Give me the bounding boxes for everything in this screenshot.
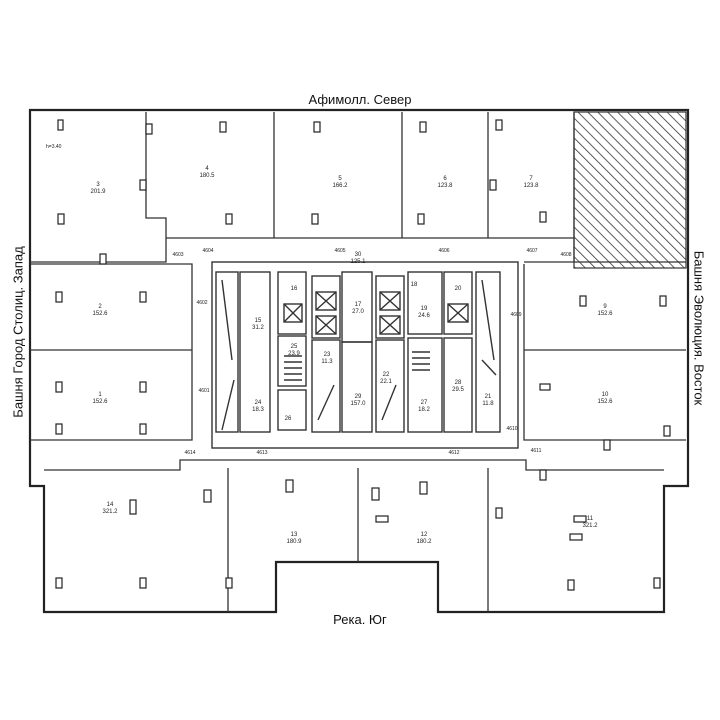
- room-number: 25: [291, 344, 298, 350]
- direction-east-label: Башня Эволюция. Восток: [691, 250, 707, 406]
- room-area: 125.1: [350, 259, 366, 265]
- door-tag: 4606: [438, 248, 449, 254]
- room-area: 11.3: [321, 359, 333, 365]
- direction-west-label: Башня Город Столиц. Запад: [10, 246, 26, 418]
- room-number: 11: [587, 516, 594, 522]
- room-area: 27.0: [352, 309, 364, 315]
- room-number: 30: [355, 252, 362, 258]
- room-area: 180.5: [199, 173, 215, 179]
- room-area: 123.8: [523, 183, 539, 189]
- room-number: 23: [324, 352, 331, 358]
- room-number: 20: [455, 286, 462, 292]
- room-number: 22: [383, 372, 390, 378]
- room-number: 6: [443, 176, 447, 182]
- room-number: 5: [338, 176, 342, 182]
- room-number: 4: [205, 166, 209, 172]
- door-tag: 4605: [334, 248, 345, 254]
- door-tag: 4612: [448, 450, 459, 456]
- room-number: 28: [455, 380, 462, 386]
- room-number: 7: [529, 176, 533, 182]
- room-number: 10: [602, 392, 609, 398]
- room-area: 22.1: [380, 379, 392, 385]
- room-number: 26: [285, 416, 292, 422]
- room-area: 152.6: [597, 399, 613, 405]
- room-number: 14: [107, 502, 114, 508]
- room-number: 12: [421, 532, 428, 538]
- core: [211, 261, 519, 449]
- door-tag: 4609: [510, 312, 521, 318]
- room-area: 23.9: [288, 351, 300, 357]
- hatched-shaft: [573, 111, 687, 269]
- room-area: 123.8: [437, 183, 453, 189]
- partition-walls: [30, 112, 686, 612]
- room-area: 180.2: [416, 539, 432, 545]
- room-area: 24.6: [418, 313, 430, 319]
- room-number: 15: [255, 318, 262, 324]
- room-number: 16: [291, 286, 298, 292]
- room-area: 321.2: [102, 509, 118, 515]
- door-tag: 4602: [196, 300, 207, 306]
- room-area: 18.3: [252, 407, 264, 413]
- room-area: 31.2: [252, 325, 264, 331]
- door-tag: 4603: [172, 252, 183, 258]
- room-area: 152.6: [92, 311, 108, 317]
- outer-wall: [28, 108, 690, 614]
- door-tags: 4604 4605 4606 4607 4608 4603 4602 4601 4609 4610…: [172, 248, 571, 456]
- door-tag: 4614: [184, 450, 195, 456]
- room-area: 152.6: [597, 311, 613, 317]
- room-area: 11.8: [482, 401, 494, 407]
- direction-north-label: Афимолл. Север: [308, 92, 412, 107]
- room-number: 24: [255, 400, 262, 406]
- room-number: 3: [96, 182, 100, 188]
- room-area: 157.0: [350, 401, 366, 407]
- room-area: 321.2: [582, 523, 598, 529]
- room-area: 166.2: [332, 183, 348, 189]
- door-tag: 4608: [560, 252, 571, 258]
- door-tag: 4610: [506, 426, 517, 432]
- door-tag: 4611: [531, 448, 542, 454]
- height-note: h=3.40: [46, 144, 62, 150]
- room-number: 2: [98, 304, 102, 310]
- room-number: 1: [98, 392, 102, 398]
- room-number: 18: [411, 282, 418, 288]
- room-area: 201.9: [90, 189, 106, 195]
- room-number: 29: [355, 394, 362, 400]
- door-tag: 4601: [198, 388, 209, 394]
- room-number: 27: [421, 400, 428, 406]
- room-area: 152.6: [92, 399, 108, 405]
- room-area: 29.5: [452, 387, 464, 393]
- room-number: 13: [291, 532, 298, 538]
- room-number: 9: [603, 304, 607, 310]
- room-number: 19: [421, 306, 428, 312]
- room-number: 17: [355, 302, 362, 308]
- room-area: 18.2: [418, 407, 430, 413]
- door-tag: 4607: [526, 248, 537, 254]
- direction-south-label: Река. Юг: [333, 612, 387, 627]
- columns: [55, 119, 671, 591]
- room-number: 21: [485, 394, 492, 400]
- door-tag: 4604: [202, 248, 213, 254]
- room-area: 180.9: [286, 539, 302, 545]
- door-tag: 4613: [256, 450, 267, 456]
